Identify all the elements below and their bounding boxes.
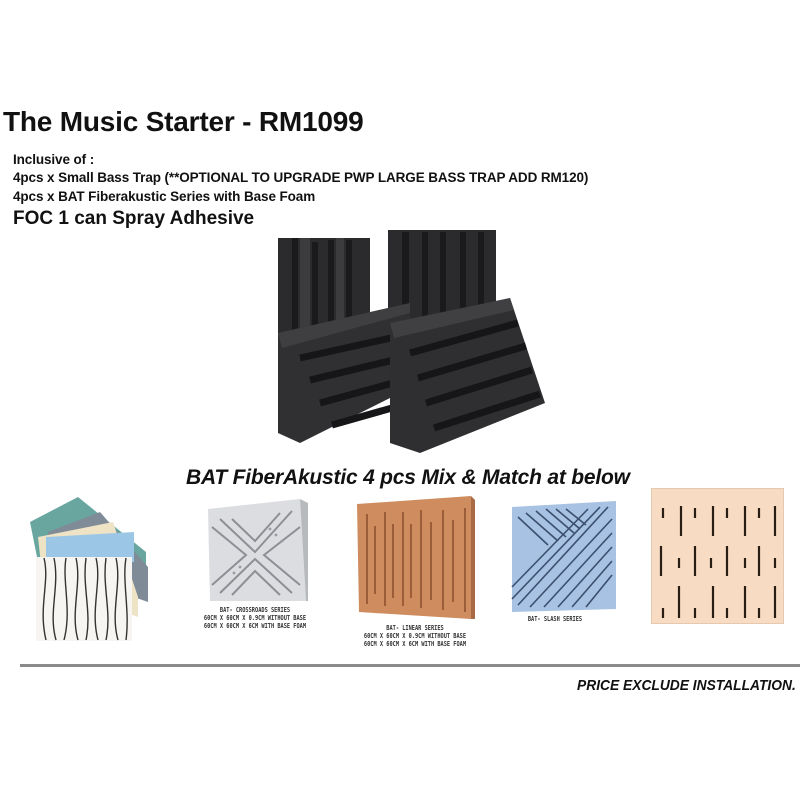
linear-caption-line: 60CM X 60CM X 0.9CM WITHOUT BASE — [363, 632, 467, 640]
page-title: The Music Starter - RM1099 — [3, 106, 364, 137]
linear-caption-line: 60CM X 60CM X 6CM WITH BASE FOAM — [363, 640, 467, 648]
crossroads-caption-line: 60CM X 60CM X 0.9CM WITHOUT BASE — [203, 614, 307, 622]
slot-series-panel-image — [651, 488, 784, 624]
item-fiberakustic: 4pcs x BAT Fiberakustic Series with Base… — [13, 189, 316, 204]
slash-series-panel-image — [508, 497, 620, 612]
bass-trap-image — [270, 218, 550, 458]
inclusive-label: Inclusive of : — [13, 152, 95, 167]
item-bass-trap: 4pcs x Small Bass Trap (**OPTIONAL TO UP… — [13, 170, 589, 185]
divider — [20, 664, 800, 667]
crossroads-series-panel-image — [200, 497, 312, 601]
wave-series-panel-image — [28, 492, 148, 642]
price-note: PRICE EXCLUDE INSTALLATION. — [577, 677, 796, 694]
crossroads-caption: BAT- CROSSROADS SERIES 60CM X 60CM X 0.9… — [193, 606, 318, 630]
linear-series-panel-image — [355, 494, 475, 619]
slash-caption-line: BAT- SLASH SERIES — [527, 615, 583, 623]
crossroads-caption-line: BAT- CROSSROADS SERIES — [219, 606, 291, 614]
slash-caption: BAT- SLASH SERIES — [512, 615, 598, 623]
linear-caption-line: BAT- LINEAR SERIES — [386, 624, 444, 632]
mix-match-heading: BAT FiberAkustic 4 pcs Mix & Match at be… — [186, 466, 630, 489]
foc-note: FOC 1 can Spray Adhesive — [13, 208, 255, 229]
crossroads-caption-line: 60CM X 60CM X 6CM WITH BASE FOAM — [203, 622, 307, 630]
linear-caption: BAT- LINEAR SERIES 60CM X 60CM X 0.9CM W… — [353, 624, 478, 648]
